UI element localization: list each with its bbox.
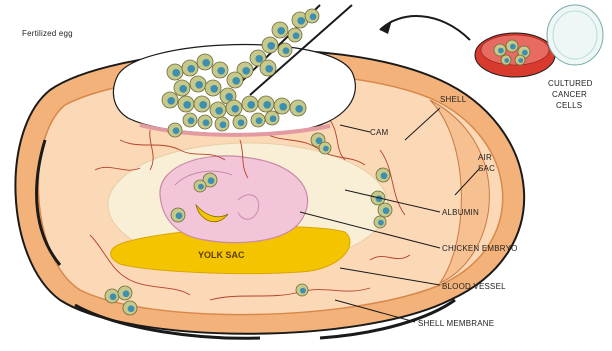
cancer-cell xyxy=(123,301,137,315)
cancer-cell xyxy=(260,60,276,76)
cancer-cell xyxy=(174,80,190,96)
cancer-cell xyxy=(258,96,274,112)
cancer-cell xyxy=(215,117,229,131)
cancer-cell xyxy=(278,43,292,57)
cancer-cell xyxy=(168,123,182,137)
cancer-cell xyxy=(198,115,212,129)
cancer-cell xyxy=(182,60,198,76)
cancer-cell xyxy=(376,168,390,182)
cancer-cell xyxy=(288,28,302,42)
cancer-cell xyxy=(251,113,265,127)
cancer-cell xyxy=(242,96,258,112)
label-chicken-embryo: CHICKEN EMBRYO xyxy=(442,244,518,253)
cancer-cell xyxy=(162,92,178,108)
cancer-cell xyxy=(378,203,392,217)
label-cultured-line1: CULTURED xyxy=(548,79,593,88)
cancer-cell xyxy=(227,72,243,88)
cancer-cell xyxy=(265,111,279,125)
cancer-cell xyxy=(171,208,185,222)
cancer-cell xyxy=(118,286,132,300)
cancer-cell xyxy=(194,96,210,112)
cancer-cell xyxy=(233,115,247,129)
label-cam: CAM xyxy=(370,128,389,137)
caption-fertilized-egg: Fertilized egg xyxy=(22,29,73,38)
cancer-cell xyxy=(506,40,518,52)
cancer-cell xyxy=(197,54,213,70)
cancer-cell xyxy=(374,216,386,228)
cancer-cell xyxy=(305,9,319,23)
cancer-cell xyxy=(178,96,194,112)
cancer-cell xyxy=(296,284,308,296)
label-shell-membrane: SHELL MEMBRANE xyxy=(418,319,494,328)
cancer-cell xyxy=(210,102,226,118)
cancer-cell xyxy=(274,98,290,114)
label-shell: SHELL xyxy=(440,95,467,104)
label-blood-vessel: BLOOD VESSEL xyxy=(442,282,506,291)
cancer-cell xyxy=(105,289,119,303)
cancer-cell xyxy=(167,64,183,80)
label-air-sac-line2: SAC xyxy=(478,164,495,173)
label-albumin: ALBUMIN xyxy=(442,208,479,217)
label-yolk-sac: YOLK SAC xyxy=(198,250,245,260)
cancer-cell xyxy=(190,76,206,92)
cancer-cell xyxy=(205,80,221,96)
cancer-cell xyxy=(290,100,306,116)
cancer-cell xyxy=(494,44,506,56)
label-cultured-line2: CANCER xyxy=(552,90,587,99)
cancer-cell xyxy=(319,142,331,154)
cancer-cell xyxy=(262,37,278,53)
cancer-cell xyxy=(226,100,242,116)
label-air-sac-line1: AIR xyxy=(478,153,492,162)
cancer-cell xyxy=(515,55,525,65)
cancer-cell xyxy=(183,113,197,127)
cancer-cell xyxy=(194,180,206,192)
cancer-cell xyxy=(501,55,511,65)
chicken-embryo xyxy=(160,156,308,243)
cancer-cell xyxy=(212,62,228,78)
cancer-cell xyxy=(272,22,288,38)
label-cultured-line3: CELLS xyxy=(556,101,582,110)
